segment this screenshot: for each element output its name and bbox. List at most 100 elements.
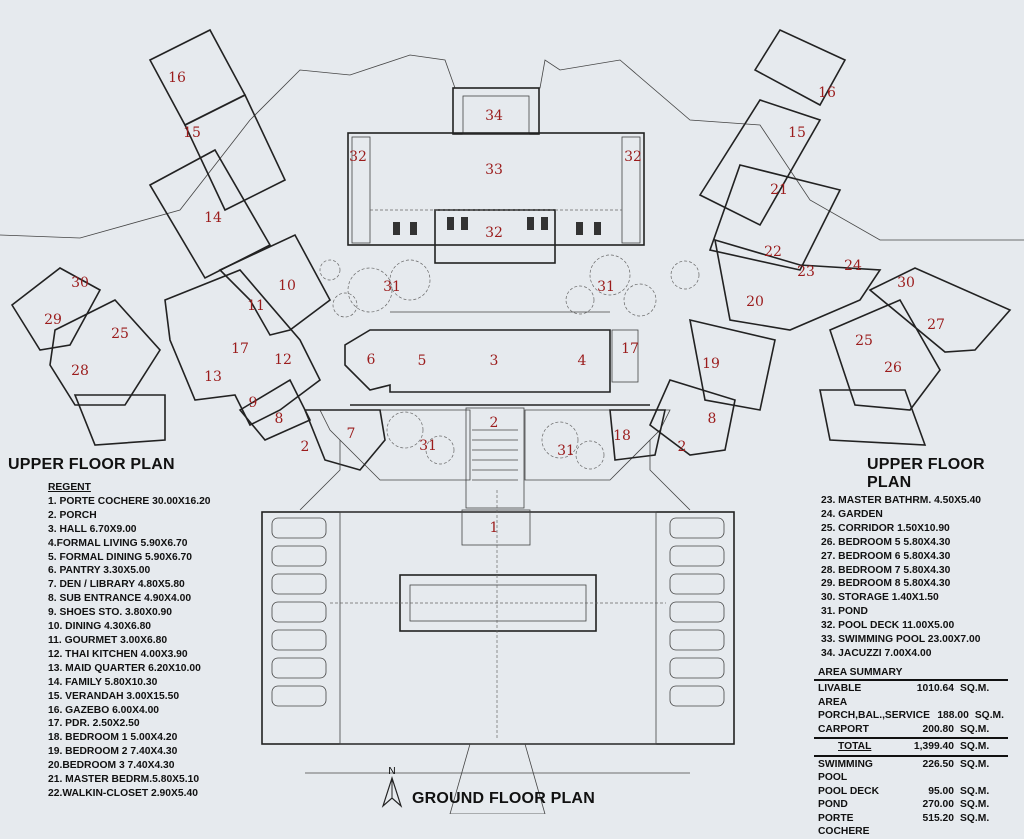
room-number: 8 [275,411,284,427]
room-number: 31 [383,279,401,295]
porte-cochere [261,511,735,745]
ground-floor-plan-title: GROUND FLOOR PLAN [412,790,595,807]
area-label: POND [818,799,848,810]
legend-item: 26. BEDROOM 5 5.80X4.30 [821,536,951,548]
left-wing [148,28,386,471]
room-number: 2 [678,439,687,455]
legend-item: 15. VERANDAH 3.00X15.50 [48,690,180,702]
area-value: 95.00 [928,785,954,797]
area-label: LIVABLE AREA [818,683,862,708]
driveway [449,743,546,814]
room-number: 32 [624,149,642,165]
area-value: 270.00 [922,799,955,810]
ponds [319,254,700,470]
area-label: POOL DECK [818,785,880,797]
area-label: PORTE COCHERE [818,812,870,838]
legend-item: 1. PORTE COCHERE 30.00X16.20 [48,495,211,507]
room-number: 13 [204,369,222,385]
room-number: 5 [418,353,427,369]
room-number: 15 [183,125,201,141]
area-total-row: TOTAL 1,399.40 SQ.M. [818,740,1004,754]
area-label: CARPORT [818,723,869,735]
legend-item: 5. FORMAL DINING 5.90X6.70 [48,551,193,563]
room-number: 19 [702,356,720,372]
legend-item: 8. SUB ENTRANCE 4.90X4.00 [48,593,192,605]
entrance-stairs [465,407,525,509]
area-value: 226.50 [922,758,955,770]
area-unit: SQ.M. [960,683,990,694]
legend-item: 31. POND [821,606,868,618]
room-number: 12 [274,352,292,368]
legend-item: 25. CORRIDOR 1.50X10.90 [821,522,950,534]
room-numbers: 16 15 14 10 11 12 17 13 9 8 7 2 2 2 1 31… [44,70,945,536]
room-number: 14 [204,210,222,226]
floor-plan-drawing: N 16 15 14 10 11 12 17 13 9 8 7 2 2 2 1 … [0,28,1024,814]
room-number: 25 [855,333,873,349]
area-label: PORCH,BAL.,SERVICE [818,710,930,721]
legend-item: 20.BEDROOM 3 7.40X4.30 [48,760,175,772]
room-number: 25 [111,326,129,342]
upper-floor-left [10,267,166,446]
area-row: PORTE COCHERE 515.20 SQ.M. [818,812,1004,839]
area-value: 515.20 [922,812,955,824]
room-number: 17 [231,341,249,357]
room-number: 22 [764,244,782,260]
room-number: 21 [770,182,788,198]
legend-item: 18. BEDROOM 1 5.00X4.20 [48,732,178,744]
legend-item: 27. BEDROOM 6 5.80X4.30 [821,550,951,562]
legend-item: 17. PDR. 2.50X2.50 [48,718,140,730]
area-label: SWIMMING POOL [818,758,873,784]
area-row: LIVABLE AREA 1010.64 SQ.M. [818,682,1004,709]
room-number: 32 [485,225,503,241]
room-number: 7 [347,426,356,442]
upper-floor-plan-title-left: UPPER FLOOR PLAN [8,456,175,473]
room-number: 31 [557,443,575,459]
area-total-label: TOTAL [838,741,872,752]
area-value: 1010.64 [916,683,954,694]
area-unit: SQ.M. [960,758,990,770]
room-number: 23 [797,264,815,280]
legend-item: 14. FAMILY 5.80X10.30 [48,676,158,688]
cars-right [669,517,725,707]
room-number: 6 [367,352,376,368]
terrain-contour [0,54,1024,241]
area-value: 200.80 [922,723,955,735]
pool-deck-left [351,136,371,244]
legend-item: 11. GOURMET 3.00X6.80 [48,634,168,646]
legend-item: 6. PANTRY 3.30X5.00 [48,565,151,577]
room-number: 32 [349,149,367,165]
area-unit: SQ.M. [960,723,990,735]
area-total-unit: SQ.M. [960,741,990,752]
legend-right: 23. MASTER BATHRM. 4.50X5.40 24. GARDEN … [821,494,981,661]
area-total-value: 1,399.40 [913,741,954,752]
room-number: 2 [301,439,310,455]
room-number: 8 [708,411,717,427]
cars-left [271,517,327,707]
room-number: 26 [884,360,902,376]
legend-left: REGENT 1. PORTE COCHERE 30.00X16.20 2. P… [48,481,211,801]
area-row: CARPORT 200.80 SQ.M. [818,723,1004,737]
legend-item: 9. SHOES STO. 3.80X0.90 [48,607,173,619]
legend-item: 30. STORAGE 1.40X1.50 [821,592,939,604]
room-number: 17 [621,341,639,357]
room-number: 9 [249,395,258,411]
legend-item: 12. THAI KITCHEN 4.00X3.90 [48,648,188,660]
area-value: 188.00 [937,710,969,721]
room-number: 28 [71,363,89,379]
room-number: 27 [927,317,945,333]
room-number: 18 [613,428,631,444]
room-number: 20 [746,294,764,310]
legend-item: 21. MASTER BEDRM.5.80X5.10 [48,774,200,786]
area-unit: SQ.M. [960,799,990,810]
room-number: 24 [844,258,862,274]
area-unit: SQ.M. [960,812,990,824]
room-number: 31 [419,438,437,454]
legend-item: 3. HALL 6.70X9.00 [48,523,137,535]
room-number: 16 [168,70,186,86]
legend-item: 29. BEDROOM 8 5.80X4.30 [821,578,951,590]
room-number: 3 [490,353,499,369]
legend-item: 19. BEDROOM 2 7.40X4.30 [48,746,178,758]
room-number: 4 [578,353,587,369]
